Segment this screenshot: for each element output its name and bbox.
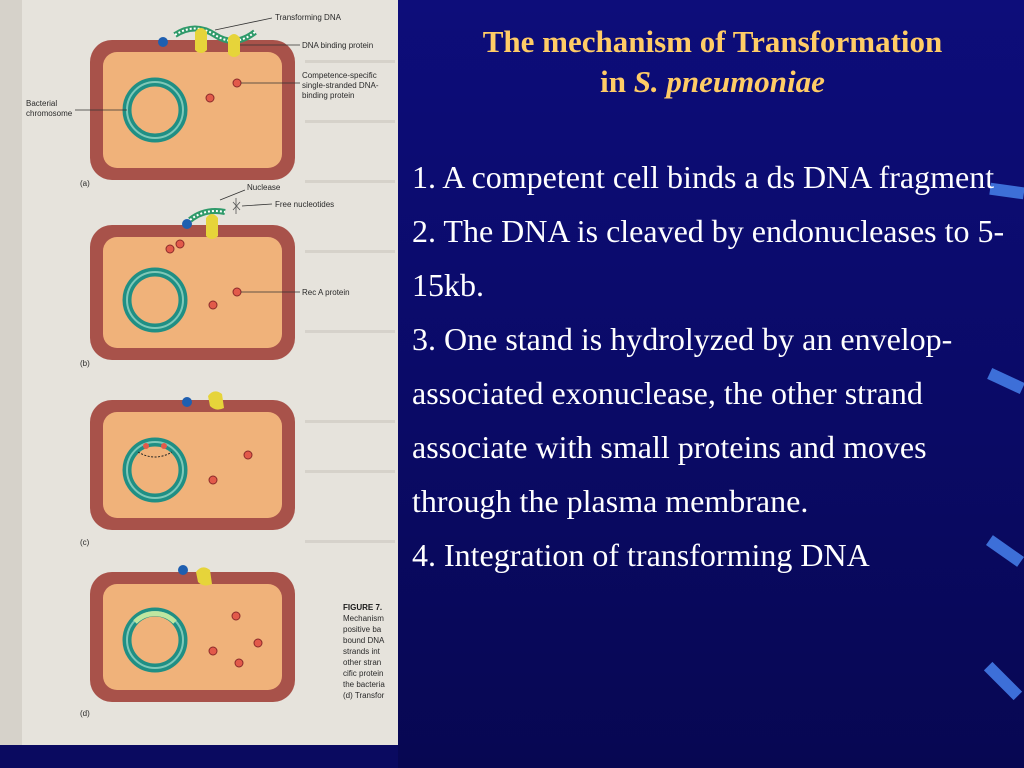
transformation-figure: Transforming DNA DNA binding protein Com… (0, 0, 398, 745)
title-organism: S. pneumoniae (633, 64, 825, 99)
cell-d: (d) (80, 565, 295, 718)
step-4: 4. Integration of transforming DNA (412, 537, 870, 573)
cell-a: Transforming DNA DNA binding protein Com… (26, 13, 379, 188)
slide-title: The mechanism of Transformation in S. pn… (405, 22, 1020, 102)
figure-bottom-strip (0, 745, 398, 768)
label-chromosome: chromosome (26, 109, 73, 118)
caption-line-2: Mechanism (343, 614, 384, 623)
caption-line-5: strands int (343, 647, 381, 656)
panel-letter-c: (c) (80, 538, 90, 547)
title-line-2-prefix: in (600, 64, 634, 99)
caption-line-7: cific protein (343, 669, 383, 678)
caption-line-6: other stran (343, 658, 381, 667)
cell-c: (c) (80, 391, 295, 547)
title-line-1: The mechanism of Transformation (482, 24, 943, 59)
figure-caption: FIGURE 7. Mechanism positive ba bound DN… (343, 603, 385, 700)
title-line-2: in S. pneumoniae (405, 62, 1020, 102)
panel-letter-a: (a) (80, 179, 90, 188)
step-3: 3. One stand is hydrolyzed by an envelop… (412, 321, 953, 519)
step-1: 1. A competent cell binds a ds DNA fragm… (412, 159, 995, 195)
caption-line-9: (d) Transfor (343, 691, 385, 700)
cell-b: Nuclease Free nucleotides Rec A protein … (80, 183, 350, 368)
caption-line-4: bound DNA (343, 636, 385, 645)
figure-diagram: Transforming DNA DNA binding protein Com… (0, 0, 395, 745)
label-bacterial: Bacterial (26, 99, 57, 108)
label-rec-a: Rec A protein (302, 288, 350, 297)
label-competence-3: binding protein (302, 91, 354, 100)
caption-line-3: positive ba (343, 625, 382, 634)
step-2: 2. The DNA is cleaved by endonucleases t… (412, 213, 1005, 303)
label-transforming-dna: Transforming DNA (275, 13, 342, 22)
steps-list: 1. A competent cell binds a ds DNA fragm… (412, 150, 1020, 582)
label-nuclease: Nuclease (247, 183, 281, 192)
label-competence-2: single-stranded DNA- (302, 81, 379, 90)
dash-shapes (983, 182, 1024, 701)
panel-letter-b: (b) (80, 359, 90, 368)
caption-line-1: FIGURE 7. (343, 603, 382, 612)
label-dna-binding-protein: DNA binding protein (302, 41, 373, 50)
label-competence-1: Competence-specific (302, 71, 377, 80)
label-free-nucleotides: Free nucleotides (275, 200, 334, 209)
panel-letter-d: (d) (80, 709, 90, 718)
caption-line-8: the bacteria (343, 680, 385, 689)
